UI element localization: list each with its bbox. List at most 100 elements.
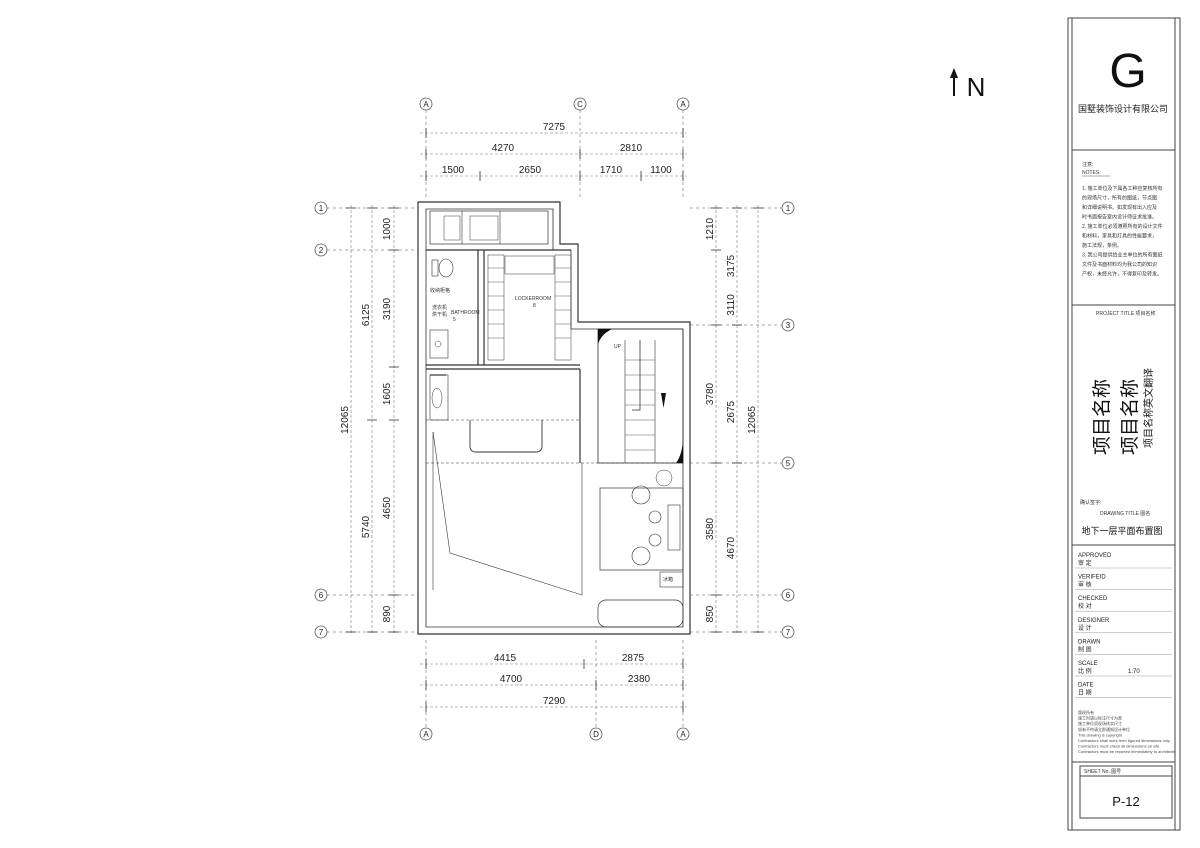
company-logo: G	[1109, 45, 1146, 98]
logo-letter: G	[1109, 45, 1146, 98]
dim-bottom-1b: 2875	[622, 653, 645, 664]
approval-label-cn: 制 图	[1078, 645, 1092, 653]
approval-label-en: APPROVED	[1078, 553, 1112, 559]
axis-left-label: 2	[319, 246, 324, 255]
dim-right-detail-3: 3580	[705, 517, 716, 540]
axis-left-label: 6	[319, 591, 324, 600]
dim-left-detail-4: 4650	[382, 496, 393, 519]
approval-value: 1:70	[1128, 669, 1140, 675]
dim-top-total: 7275	[543, 122, 566, 133]
dim-top-mid-1: 4270	[492, 143, 515, 154]
dim-left-detail-2: 3190	[382, 297, 393, 320]
axis-right-label: 3	[786, 321, 791, 330]
copyright-notes: 版权所有施工时请以标注尺寸为准施工单位须现场核实尺寸如有不符请立即通知设计单位T…	[1078, 709, 1175, 754]
dim-right-mid-c: 2675	[726, 400, 737, 423]
dim-bottom-total: 7290	[543, 696, 566, 707]
dim-right-total: 12065	[747, 406, 758, 434]
axis-bottom-label: A	[423, 730, 429, 739]
approval-label-en: DATE	[1078, 683, 1094, 689]
project-name-2: 项目名称	[1119, 379, 1141, 455]
notes-line: 文件及书面材料均为我公司的知识	[1082, 261, 1157, 268]
axis-top-label: C	[577, 100, 583, 109]
copyright-line: Contractors must be reported immediately…	[1078, 749, 1175, 754]
approval-label-en: DRAWN	[1078, 639, 1100, 645]
approval-label-cn: 比 例	[1078, 667, 1092, 675]
notes-line: 3. 我公司提供给业主单位的所有图纸	[1082, 252, 1163, 259]
dim-top-detail-3: 1710	[600, 165, 623, 176]
notes-line: 2. 施工单位必须遵照所有的设计文件	[1082, 223, 1163, 230]
approval-label-cn: 设 计	[1078, 624, 1092, 632]
axis-right-label: 7	[786, 628, 791, 637]
axis-left-label: 1	[319, 204, 324, 213]
dim-top-detail-4: 1100	[650, 165, 672, 176]
project-label: PROJECT TITLE 项目名称	[1096, 310, 1156, 317]
dim-top-mid-2: 2810	[620, 143, 643, 154]
approval-label-cn: 审 定	[1078, 559, 1092, 567]
dimension-ticks	[346, 128, 763, 712]
room-storage-label: 收纳柜格	[430, 287, 450, 294]
confirm-label: 确认签字:	[1080, 499, 1101, 506]
dim-right-mid-b: 3110	[726, 294, 737, 316]
dim-bottom-2a: 4700	[500, 674, 523, 685]
sheet-number-box	[1079, 765, 1173, 819]
copyright-line: 版权所有	[1078, 709, 1094, 715]
axis-bottom-label: D	[593, 730, 599, 739]
dim-left-detail-1: 1000	[382, 217, 393, 240]
room-locker-label: LOCKERROOM	[515, 296, 551, 302]
axis-right-label: 5	[786, 459, 791, 468]
approval-label-cn: 审 核	[1078, 581, 1092, 589]
copyright-line: 施工时请以标注尺寸为准	[1078, 715, 1122, 721]
dim-right-detail-1: 1210	[705, 217, 716, 240]
room-bathroom-label: BATHROOM	[451, 310, 480, 316]
approval-label-en: DESIGNER	[1078, 618, 1110, 624]
notes-line: 时书面报告室内设计师征求批准。	[1082, 214, 1157, 221]
notes-line: 产权，未经允许，不得复印及转发。	[1082, 271, 1162, 278]
room-bathroom-no: 5	[453, 317, 456, 323]
axis-right-label: 6	[786, 591, 791, 600]
axis-bottom-bubble	[676, 727, 690, 741]
dim-left-mid-2: 5740	[361, 515, 372, 538]
notes-line: 的现场尺寸，所有的图纸，节点图	[1082, 195, 1157, 202]
approval-label-en: SCALE	[1078, 661, 1098, 667]
north-label: N	[967, 72, 986, 102]
approval-label-cn: 日 期	[1078, 689, 1092, 697]
fridge-label: 冰箱	[663, 576, 673, 583]
project-name-en: 项目名称英文翻译	[1142, 368, 1155, 448]
dim-left-mid-1: 6125	[361, 303, 372, 326]
dim-right-detail-4: 850	[705, 605, 716, 622]
drawing-label: DRAWING TITLE 图名	[1100, 510, 1150, 517]
dim-right-detail-2: 3780	[705, 382, 716, 405]
notes-line: 施工法规，条例。	[1082, 242, 1122, 249]
notes-line: 和详细说明书。如发现有出入应及	[1082, 204, 1157, 211]
dim-top-detail-1: 1500	[442, 165, 465, 176]
notes-line: 和材料，家具和灯具的性能要求，	[1082, 233, 1157, 240]
stair-up-label: UP	[614, 344, 622, 350]
notes-title-cn: 注意:	[1082, 161, 1093, 168]
north-arrow	[950, 68, 958, 96]
copyright-line: This drawing is copyright	[1078, 732, 1123, 737]
approval-label-en: VERIFEID	[1078, 575, 1106, 581]
sheet-number: P-12	[1112, 794, 1139, 809]
project-name-1: 项目名称	[1091, 379, 1113, 455]
axis-bottom-bubble	[419, 727, 433, 741]
notes-list: 1. 施工单位及下属各工种应复核所有的现场尺寸，所有的图纸，节点图和详细说明书。…	[1082, 185, 1163, 278]
notes-title-en: NOTES:	[1082, 170, 1101, 176]
copyright-line: Contractors shall work from figured dime…	[1078, 738, 1170, 743]
copyright-line: Contractors must check all dimensions on…	[1078, 744, 1160, 749]
plan-solid-fills	[598, 329, 683, 463]
dim-left-total: 12065	[340, 406, 351, 434]
axis-top-label: A	[423, 100, 429, 109]
dim-top-detail-2: 2650	[519, 165, 542, 176]
approval-label-en: CHECKED	[1078, 596, 1108, 602]
axis-top-label: A	[680, 100, 686, 109]
copyright-line: 施工单位须现场核实尺寸	[1078, 720, 1122, 726]
axis-bottom-bubble	[589, 727, 603, 741]
sheet-label: SHEET No. 图号	[1084, 769, 1121, 775]
room-locker-no: 8	[533, 303, 536, 309]
drawing-title: 地下一层平面布置图	[1081, 525, 1162, 536]
dim-right-mid-d: 4670	[726, 536, 737, 559]
room-sink-label: 洗衣机	[432, 304, 447, 311]
